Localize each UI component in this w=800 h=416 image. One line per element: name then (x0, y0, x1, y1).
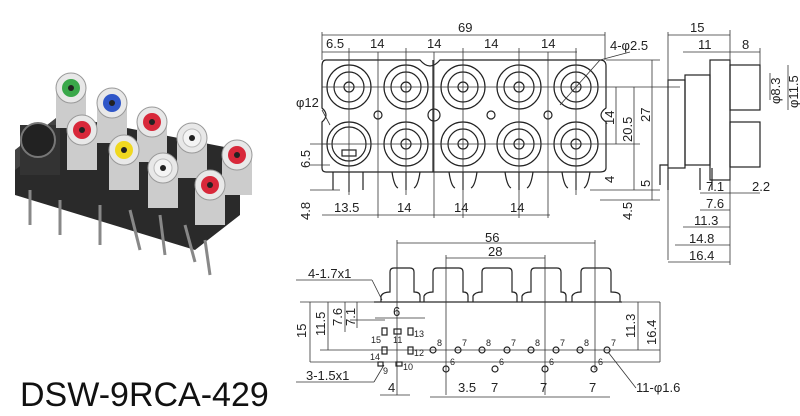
pin-label: 10 (403, 362, 413, 372)
bottom-view: 56 28 4-1.7x1 6 15 11.5 7.6 7.1 15 11 13… (294, 230, 680, 398)
dim-16-4: 16.4 (689, 248, 714, 263)
dim-15: 15 (294, 324, 309, 338)
dim-slots: 4-1.7x1 (308, 266, 351, 281)
pin-label: 8 (437, 338, 442, 348)
product-photo (15, 72, 253, 276)
pin-label: 15 (371, 335, 381, 345)
rca-jack-red (136, 106, 168, 162)
dim-pitch: 14 (370, 36, 384, 51)
pin-label: 13 (414, 329, 424, 339)
dim-depth: 15 (690, 20, 704, 35)
pin-label: 7 (462, 338, 467, 348)
side-view: 15 11 8 φ8.3 φ11.5 7.1 2.2 7.6 11.3 14.8… (659, 20, 800, 265)
pin-label: 6 (598, 357, 603, 367)
pin-label: 6 (549, 357, 554, 367)
rca-jack-white (176, 122, 208, 178)
pin-label: 12 (414, 348, 424, 358)
pin-label: 7 (560, 338, 565, 348)
front-view: 69 6.5 14 14 14 14 4-φ2.5 φ12 6.5 4.8 13… (296, 20, 680, 220)
rca-jack-white (147, 152, 179, 208)
dim-pitch: 7 (540, 380, 547, 395)
dim-jack: 8 (742, 37, 749, 52)
rca-jacks (55, 72, 253, 225)
dim-pitch: 14 (484, 36, 498, 51)
dim-pitch: 14 (427, 36, 441, 51)
pin-label: 8 (535, 338, 540, 348)
rca-jack-red (194, 169, 226, 225)
dim-28: 28 (488, 244, 502, 259)
pin-label: 11 (393, 335, 402, 345)
dim-inner-dia: φ8.3 (768, 77, 783, 104)
dim-6: 6 (393, 304, 400, 319)
rca-jack-red (66, 114, 98, 170)
dim-27: 27 (638, 108, 653, 122)
dim-4: 4 (388, 380, 395, 395)
dim-4-5: 4.5 (620, 202, 635, 220)
rca-jack-yellow (108, 134, 140, 190)
dim-3-5: 3.5 (458, 380, 476, 395)
dim-pitch: 7 (589, 380, 596, 395)
dim-holes: 11-φ1.6 (636, 380, 680, 395)
pin-label: 7 (511, 338, 516, 348)
dim-bottom-pitch: 14 (397, 200, 411, 215)
dim-bottom-pitch: 14 (454, 200, 468, 215)
pin-label: 14 (370, 352, 380, 362)
dim-7-1: 7.1 (343, 308, 358, 326)
dim-2-2: 2.2 (752, 179, 770, 194)
jack-outlines (326, 64, 599, 167)
dim-11-5: 11.5 (313, 312, 328, 336)
pin-holes (377, 327, 611, 373)
dim-4: 4 (602, 176, 617, 183)
dim-din-dia: φ12 (296, 95, 319, 110)
dim-left-offset: 6.5 (326, 36, 344, 51)
din-socket (20, 122, 60, 175)
dim-16-4: 16.4 (644, 320, 659, 345)
dim-overall-width: 69 (458, 20, 472, 35)
pin-label: 9 (383, 366, 388, 376)
dim-pitch: 14 (541, 36, 555, 51)
dim-pitch: 7 (491, 380, 498, 395)
pins (332, 171, 591, 192)
dim-56: 56 (485, 230, 499, 245)
dim-7-6: 7.6 (706, 196, 724, 211)
model-number-title: DSW-9RCA-429 (20, 376, 269, 414)
dim-11-3: 11.3 (623, 314, 638, 338)
dim-mount-holes: 4-φ2.5 (610, 38, 648, 53)
dim-5: 5 (638, 180, 653, 187)
dim-row-pitch: 14 (602, 111, 617, 125)
dim-11-3: 11.3 (694, 213, 718, 228)
pin-label: 7 (611, 338, 616, 348)
dim-small-slots: 3-1.5x1 (306, 368, 349, 383)
dim-bottom-first: 13.5 (334, 200, 359, 215)
pin-label: 8 (486, 338, 491, 348)
pin-label: 6 (450, 357, 455, 367)
dim-outer-dia: φ11.5 (786, 75, 800, 108)
dim-7-6: 7.6 (330, 308, 345, 326)
rca-jack-red (221, 139, 253, 195)
dim-pin-length: 4.8 (298, 202, 313, 220)
dim-14-8: 14.8 (689, 231, 714, 246)
dim-bottom-pitch: 14 (510, 200, 524, 215)
dim-7-1: 7.1 (706, 179, 724, 194)
pin-label: 6 (499, 357, 504, 367)
dim-din-offset: 6.5 (298, 150, 313, 168)
pin-label: 8 (584, 338, 589, 348)
dim-body: 11 (698, 37, 712, 52)
dim-20-5: 20.5 (620, 117, 635, 142)
